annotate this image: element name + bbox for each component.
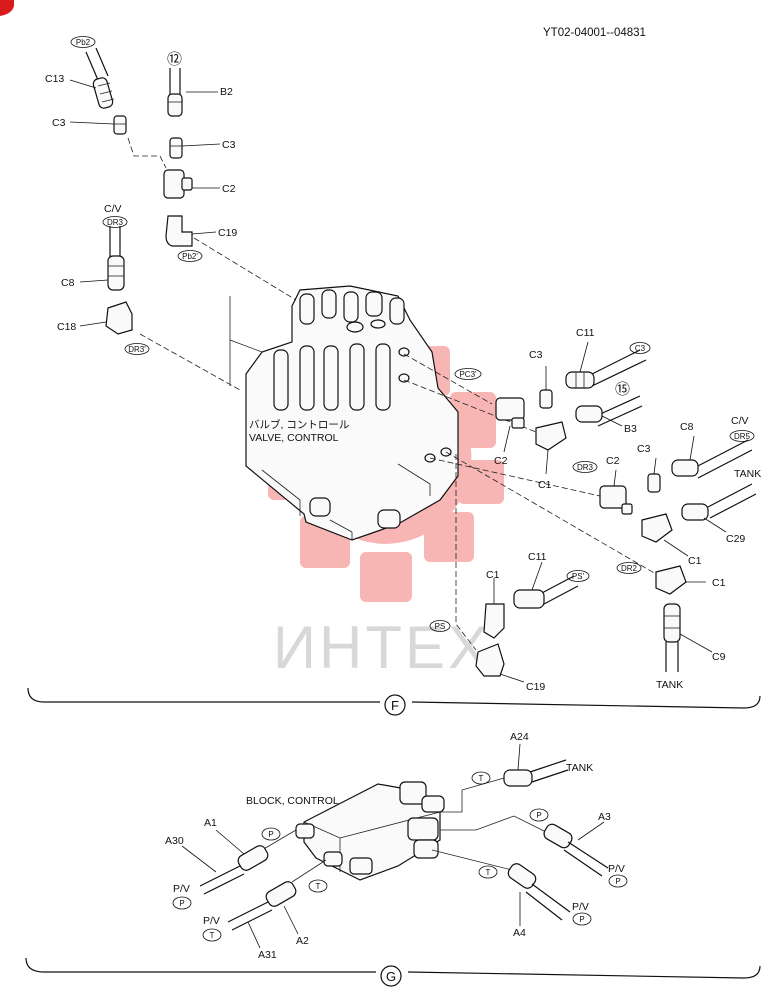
tag-p: P — [579, 915, 584, 924]
control-block-body — [295, 781, 445, 881]
callout-circled-15: ⑮ — [615, 381, 630, 398]
callout-c1: C1 — [538, 479, 552, 491]
callout-c3: C3 — [637, 443, 651, 455]
tag-pb2-prime: Pb2' — [182, 252, 198, 261]
callout-a24: A24 — [510, 731, 529, 743]
callout-c19: C19 — [218, 227, 237, 239]
callout-c11: C11 — [528, 551, 547, 563]
callout-c1: C1 — [712, 577, 726, 589]
callout-pv: P/V — [173, 883, 190, 895]
callout-pv: P/V — [608, 863, 625, 875]
tag-p: P — [536, 811, 541, 820]
block-assembly-label: BLOCK, CONTROL — [246, 795, 339, 807]
valve-assembly-label-en: VALVE, CONTROL — [249, 432, 339, 444]
tag-p: P — [615, 877, 620, 886]
tag-t: T — [479, 774, 484, 783]
section-g-leaders — [181, 743, 605, 949]
section-f-tags: Pb2 DR3 Pb2' DR3' PC3' C3 DR5 DR3 DR2 PS… — [70, 36, 755, 632]
tag-pb2: Pb2 — [76, 38, 91, 47]
section-marker-g: G — [386, 969, 396, 984]
tag-t: T — [316, 882, 321, 891]
callout-c11: C11 — [576, 327, 595, 339]
control-valve-body — [229, 285, 459, 541]
section-g-bracket: G — [25, 957, 761, 987]
section-g-tags: T P P T T P P T P — [172, 771, 628, 942]
tag-dr3-prime: DR3' — [128, 345, 146, 354]
callout-c2: C2 — [494, 455, 508, 467]
callout-tank: TANK — [734, 468, 761, 480]
section-g-parts — [199, 759, 609, 931]
callout-c3: C3 — [529, 349, 543, 361]
callout-a30: A30 — [165, 835, 184, 847]
callout-a1: A1 — [204, 817, 217, 829]
section-marker-f: F — [391, 698, 399, 713]
callout-c1: C1 — [486, 569, 500, 581]
watermark-text: ИНТЕХ — [273, 614, 491, 681]
section-f-parts — [85, 47, 757, 677]
callout-c29: C29 — [726, 533, 745, 545]
callout-c18: C18 — [57, 321, 76, 333]
callout-cv: C/V — [731, 415, 749, 427]
tag-t: T — [210, 931, 215, 940]
tag-dr3: DR3 — [107, 218, 124, 227]
tag-dr5: DR5 — [734, 432, 751, 441]
callout-pv: P/V — [572, 901, 589, 913]
callout-tank: TANK — [566, 762, 593, 774]
callout-c9: C9 — [712, 651, 726, 663]
section-f-callouts: C13 C3 ⑫ B2 C3 C2 C19 C/V C8 C18 C11 C3 … — [45, 51, 761, 693]
valve-assembly-label-jp: バルブ, コントロール — [249, 418, 349, 431]
section-f-leaders — [69, 79, 727, 683]
tag-p: P — [268, 830, 273, 839]
callout-tank: TANK — [656, 679, 683, 691]
section-g-callouts: A24 TANK A3 P/V A1 A30 P/V P/V A2 A31 P/… — [165, 731, 625, 961]
callout-b2: B2 — [220, 86, 233, 98]
tag-c3: C3 — [635, 344, 646, 353]
callout-c8: C8 — [680, 421, 694, 433]
corner-marker — [0, 0, 14, 16]
tag-ps-prime: PS' — [572, 572, 585, 581]
callout-a31: A31 — [258, 949, 277, 961]
callout-b3: B3 — [624, 423, 637, 435]
tag-ps: PS — [435, 622, 446, 631]
callout-a4: A4 — [513, 927, 526, 939]
callout-c8: C8 — [61, 277, 75, 289]
tag-p: P — [179, 899, 184, 908]
section-f-bracket: F — [27, 687, 761, 716]
callout-c19: C19 — [526, 681, 545, 693]
callout-c3: C3 — [52, 117, 66, 129]
callout-a2: A2 — [296, 935, 309, 947]
callout-c2: C2 — [222, 183, 236, 195]
tag-t: T — [486, 868, 491, 877]
callout-c3: C3 — [222, 139, 236, 151]
callout-c1: C1 — [688, 555, 702, 567]
callout-pv: P/V — [203, 915, 220, 927]
callout-c13: C13 — [45, 73, 64, 85]
tag-pc3-prime: PC3' — [459, 370, 477, 379]
callout-cv: C/V — [104, 203, 122, 215]
tag-dr2: DR2 — [621, 564, 638, 573]
callout-c2: C2 — [606, 455, 620, 467]
tag-dr3: DR3 — [577, 463, 594, 472]
callout-circled-12: ⑫ — [167, 51, 182, 68]
serial-range: YT02-04001--04831 — [543, 27, 646, 39]
callout-a3: A3 — [598, 811, 611, 823]
